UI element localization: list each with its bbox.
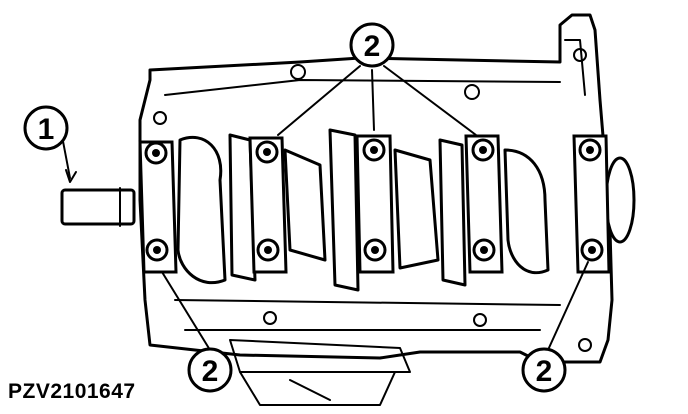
- callout-2-bottom-left: 2: [187, 347, 233, 393]
- callout-2-bottom-right: 2: [521, 347, 567, 393]
- bearing-cap-1: [138, 140, 178, 274]
- callout-2-top: 2: [349, 22, 395, 68]
- callout-1-label: 1: [38, 113, 55, 146]
- crankshaft-throws: [176, 128, 636, 292]
- engine-block: [138, 13, 614, 406]
- bearing-cap-5: [572, 134, 611, 274]
- leader-lines: [61, 65, 589, 351]
- main-bearing-caps: [138, 134, 611, 274]
- callout-2-top-label: 2: [364, 30, 381, 63]
- bearing-cap-3: [355, 134, 395, 274]
- callout-1: 1: [23, 105, 69, 151]
- bearing-cap-2: [248, 136, 288, 274]
- callout-2-bottom-left-label: 2: [202, 355, 219, 388]
- figure-id: PZV2101647: [8, 380, 136, 403]
- crankshaft-nose: [60, 187, 136, 227]
- bearing-cap-4: [464, 134, 504, 274]
- callout-2-bottom-right-label: 2: [536, 355, 553, 388]
